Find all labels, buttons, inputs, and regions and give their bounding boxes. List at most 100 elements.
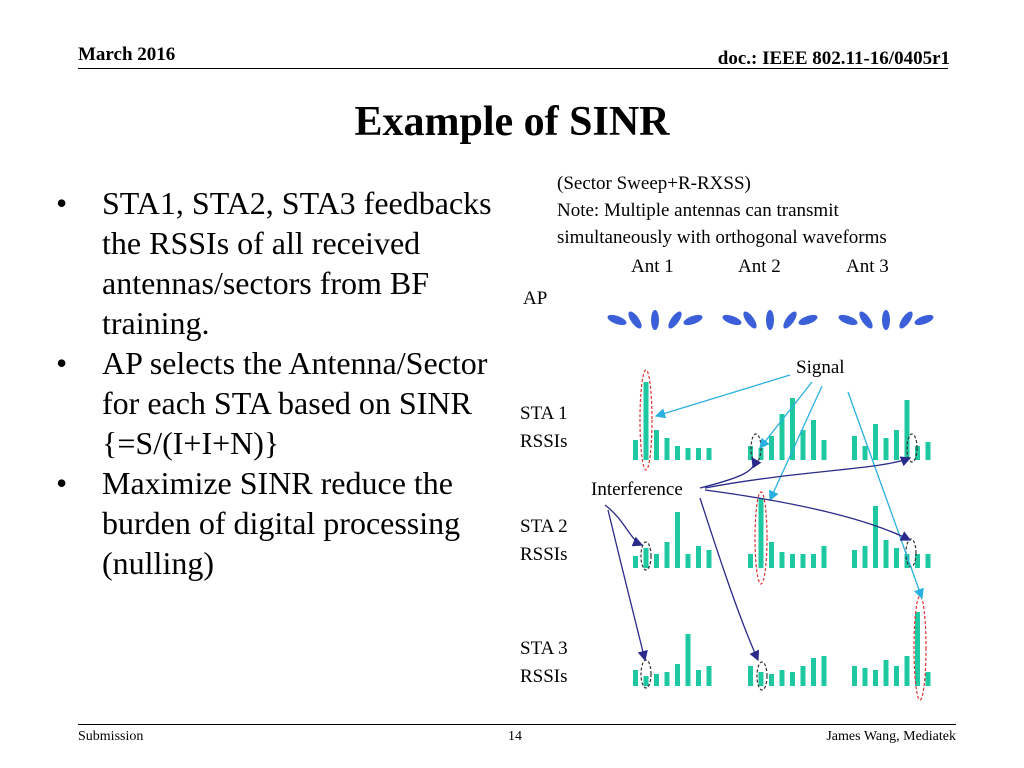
signal-interference-arrows bbox=[604, 374, 924, 662]
signal-arrow bbox=[769, 385, 823, 502]
antenna-label-2: Ant 2 bbox=[738, 256, 781, 277]
rssi-bar bbox=[696, 448, 701, 460]
rssi-bar bbox=[643, 548, 649, 568]
rssi-bar bbox=[664, 438, 670, 460]
bullet-item: • Maximize SINR reduce the burden of digi… bbox=[56, 463, 496, 583]
rssi-bar bbox=[633, 556, 638, 568]
sector-highlight-ellipse bbox=[906, 433, 918, 463]
sta2-label-line1: STA 2 bbox=[520, 516, 568, 537]
sector-highlight-ellipse bbox=[754, 491, 768, 585]
rssi-bar bbox=[873, 670, 878, 686]
rssi-bar bbox=[852, 550, 857, 568]
rssi-bar bbox=[779, 552, 785, 568]
beam-lobe-icon bbox=[668, 311, 682, 329]
antenna-label-3: Ant 3 bbox=[846, 256, 889, 277]
sector-highlight-ellipse bbox=[913, 595, 927, 701]
rssi-bar bbox=[769, 436, 774, 460]
rssi-bar bbox=[654, 430, 659, 460]
rssi-bar bbox=[706, 666, 712, 686]
beam-lobe-icon bbox=[838, 314, 858, 326]
bullet-text: Maximize SINR reduce the burden of digit… bbox=[102, 465, 461, 581]
rssi-bar bbox=[873, 424, 878, 460]
ap-label: AP bbox=[523, 288, 548, 309]
rssi-bar bbox=[800, 430, 806, 460]
note-line: (Sector Sweep+R-RXSS) bbox=[557, 173, 751, 194]
signal-arrow bbox=[847, 391, 924, 600]
rssi-bar bbox=[883, 540, 889, 568]
rssi-bars bbox=[633, 382, 931, 686]
rssi-bar bbox=[664, 542, 670, 568]
rssi-bar bbox=[904, 554, 910, 568]
rssi-bar bbox=[800, 554, 806, 568]
antenna-label-1: Ant 1 bbox=[631, 256, 674, 277]
sta1-label-line2: RSSIs bbox=[520, 431, 568, 452]
selected-sector-highlights bbox=[639, 369, 927, 701]
sta2-label-line2: RSSIs bbox=[520, 544, 568, 565]
rssi-bar bbox=[758, 672, 764, 686]
header-date: March 2016 bbox=[78, 44, 176, 65]
rssi-bar bbox=[862, 546, 868, 568]
rssi-bar bbox=[873, 506, 878, 568]
rssi-bar bbox=[800, 666, 806, 686]
rssi-bar bbox=[685, 554, 691, 568]
beam-lobe-icon bbox=[651, 310, 659, 330]
beam-lobe-icon bbox=[859, 311, 873, 329]
bullet-icon: • bbox=[56, 465, 68, 501]
rssi-bar bbox=[779, 670, 785, 686]
sta3-label: STA 3 RSSIs bbox=[520, 635, 568, 691]
rssi-bar bbox=[925, 672, 931, 686]
rssi-bar bbox=[925, 442, 931, 460]
rssi-bar bbox=[811, 658, 816, 686]
beam-lobe-icon bbox=[914, 314, 934, 326]
rssi-bar bbox=[821, 440, 827, 460]
rssi-bar bbox=[748, 554, 753, 568]
rssi-bar bbox=[894, 666, 899, 686]
rssi-bar bbox=[696, 670, 701, 686]
rssi-bar bbox=[685, 634, 691, 686]
footer-author: James Wang, Mediatek bbox=[826, 729, 956, 744]
rssi-bar bbox=[852, 666, 857, 686]
rssi-bar bbox=[790, 672, 795, 686]
rssi-bar bbox=[821, 546, 827, 568]
beam-lobe-icon bbox=[882, 310, 890, 330]
rssi-bar bbox=[790, 398, 795, 460]
bullet-item: •AP selects the Antenna/Sector for each … bbox=[56, 343, 496, 463]
rssi-bar bbox=[904, 656, 910, 686]
sta1-label: STA 1 RSSIs bbox=[520, 400, 568, 456]
sta2-label: STA 2 RSSIs bbox=[520, 513, 568, 569]
rssi-bar bbox=[706, 448, 712, 460]
rssi-bar bbox=[915, 612, 920, 686]
interference-arrow bbox=[704, 489, 912, 541]
sta3-label-line2: RSSIs bbox=[520, 666, 568, 687]
sector-highlight-ellipse bbox=[905, 538, 917, 568]
rssi-bar bbox=[664, 672, 670, 686]
interference-arrow bbox=[699, 456, 762, 489]
note-line: simultaneously with orthogonal waveforms bbox=[557, 227, 887, 248]
signal-arrow bbox=[654, 374, 791, 419]
rssi-bar bbox=[675, 512, 680, 568]
rssi-bar bbox=[675, 446, 680, 460]
beam-lobe-icon bbox=[899, 311, 913, 329]
rssi-bar bbox=[915, 446, 920, 460]
beam-lobe-icon bbox=[783, 311, 797, 329]
bullet-item: •STA1, STA2, STA3 feedbacks the RSSIs of… bbox=[56, 183, 496, 343]
footer-page-number: 14 bbox=[508, 729, 522, 744]
sta1-label-line1: STA 1 bbox=[520, 403, 568, 424]
beam-lobe-icon bbox=[722, 314, 742, 326]
diagram-note: (Sector Sweep+R-RXSS) Note: Multiple ant… bbox=[557, 170, 887, 251]
rssi-bar bbox=[862, 668, 868, 686]
rssi-bar bbox=[894, 548, 899, 568]
rssi-bar bbox=[748, 446, 753, 460]
beam-lobe-icon bbox=[607, 314, 627, 326]
rssi-bar bbox=[633, 670, 638, 686]
signal-label: Signal bbox=[796, 357, 845, 378]
rssi-bar bbox=[633, 440, 638, 460]
rssi-bar bbox=[883, 660, 889, 686]
rssi-bar bbox=[758, 498, 764, 568]
interference-arrow bbox=[604, 504, 644, 547]
footer-submission: Submission bbox=[78, 729, 144, 744]
footer-rule bbox=[78, 724, 956, 725]
rssi-bar bbox=[654, 674, 659, 686]
rssi-bar bbox=[654, 554, 659, 568]
